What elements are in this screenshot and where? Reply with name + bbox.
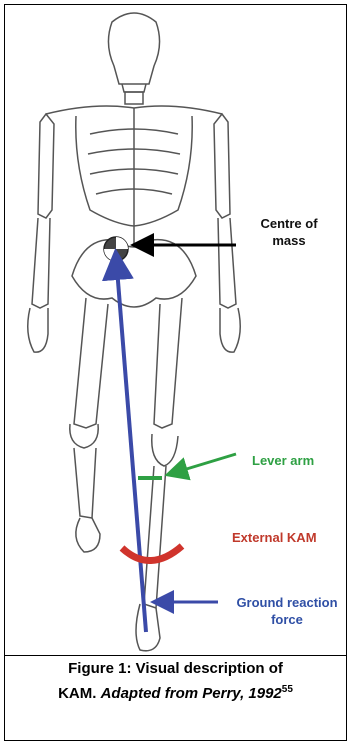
- caption-line-2: KAM. Adapted from Perry, 199255: [4, 679, 347, 704]
- right-humerus: [214, 114, 230, 218]
- left-femur: [74, 298, 108, 428]
- left-humerus: [38, 114, 54, 218]
- jaw: [122, 84, 146, 92]
- right-knee: [152, 434, 178, 466]
- left-tibia: [74, 448, 96, 518]
- label-lever-arm: Lever arm: [252, 452, 314, 469]
- right-forearm: [218, 218, 236, 308]
- right-hand: [220, 308, 240, 352]
- label-external-kam: External KAM: [232, 529, 317, 546]
- lever-arm-pointer-arrow: [170, 454, 236, 474]
- right-tibia: [144, 466, 166, 608]
- caption-citation: Adapted from Perry, 1992: [101, 685, 282, 702]
- figure-caption: Figure 1: Visual description of KAM. Ada…: [4, 658, 347, 704]
- label-centre-of-mass: Centre of mass: [246, 215, 332, 249]
- skull: [108, 13, 159, 84]
- label-ground-reaction-force: Ground reaction force: [224, 594, 350, 628]
- neck: [125, 92, 143, 104]
- caption-prefix: KAM.: [58, 685, 101, 702]
- diagram-panel: Centre of mass Lever arm External KAM Gr…: [4, 4, 347, 656]
- left-hand: [28, 308, 48, 352]
- ground-reaction-force-vector: [116, 256, 146, 632]
- diagram-svg: [4, 4, 347, 656]
- caption-line-1: Figure 1: Visual description of: [4, 658, 347, 679]
- caption-reference-number: 55: [282, 684, 293, 695]
- external-kam-arc: [122, 546, 182, 561]
- left-foot: [76, 518, 100, 552]
- right-foot: [136, 604, 160, 651]
- pelvis: [72, 240, 196, 307]
- left-forearm: [32, 218, 50, 308]
- right-femur: [154, 298, 182, 428]
